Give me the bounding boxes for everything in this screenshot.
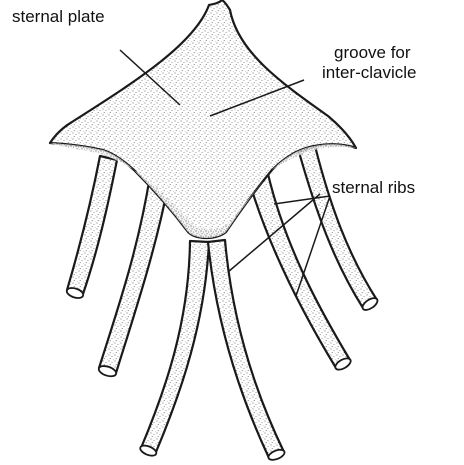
- right-outer-rib: [299, 146, 377, 308]
- right-middle-rib: [250, 174, 350, 368]
- groove-label-line2: inter-clavicle: [322, 63, 416, 82]
- left-outer-rib: [67, 156, 117, 294]
- central-left-rib: [141, 241, 209, 452]
- left-middle-rib: [99, 176, 168, 373]
- central-right-rib: [208, 240, 284, 458]
- sternal-plate-label: sternal plate: [12, 7, 105, 26]
- sternal-ribs-label: sternal ribs: [332, 178, 415, 197]
- groove-label-line1: groove for: [334, 43, 411, 62]
